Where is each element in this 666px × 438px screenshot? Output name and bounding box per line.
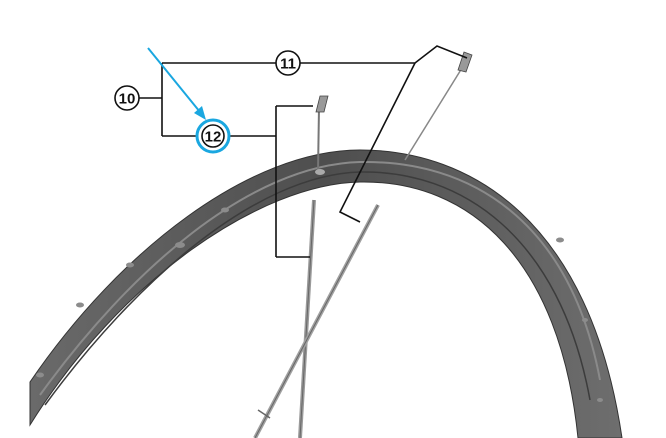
callout-10-label: 10 <box>119 91 136 108</box>
callout-12[interactable]: 12 <box>195 118 231 154</box>
leader-lines <box>139 45 468 258</box>
callout-11[interactable]: 11 <box>275 50 301 76</box>
rim-channel <box>39 160 601 396</box>
highlight-arrow <box>147 47 206 120</box>
spoke-right <box>253 51 473 438</box>
spoke-holes <box>36 207 603 402</box>
callout-12-label: 12 <box>205 129 222 146</box>
callout-11-label: 11 <box>280 56 296 73</box>
nipple-icon <box>457 51 473 73</box>
nipple-icon <box>315 95 329 113</box>
rim <box>29 149 623 438</box>
spoke-left <box>298 95 329 438</box>
callout-10[interactable]: 10 <box>114 85 140 111</box>
